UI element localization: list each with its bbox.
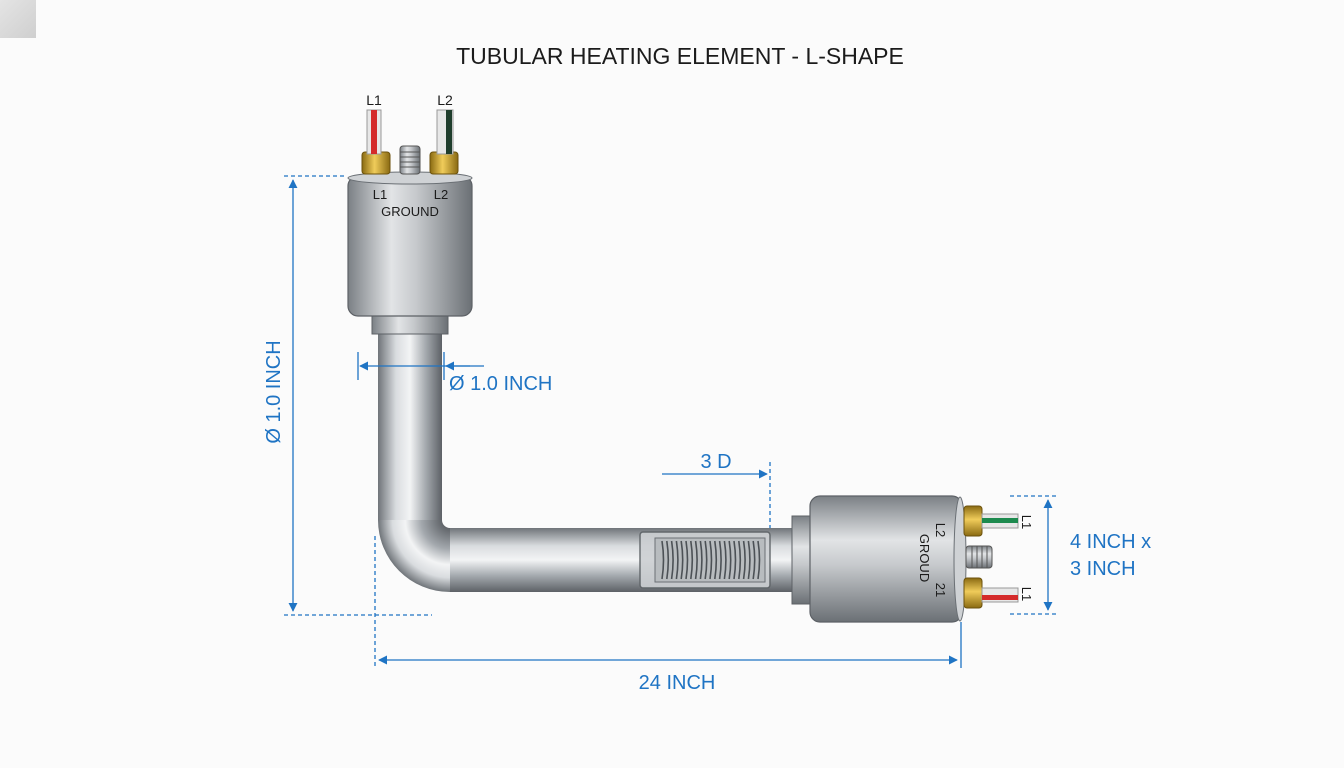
side-head-label-l2: L2 — [933, 523, 948, 537]
dim-coil-offset-label: 3 D — [700, 451, 731, 473]
side-wire-label-top: L1 — [1019, 515, 1034, 529]
top-ground-screw — [399, 145, 421, 175]
top-head-body — [347, 175, 473, 317]
coil-turn — [752, 540, 756, 580]
top-head-label-right: L2 — [434, 187, 448, 202]
dim-head-size-label-2: 3 INCH — [1070, 558, 1136, 580]
dim-head-size-label-1: 4 INCH x — [1070, 531, 1151, 553]
corner-swatch — [0, 0, 36, 38]
side-head-label-ground: GROUD — [917, 534, 932, 582]
side-brass-bottom — [963, 577, 983, 609]
top-head-label-ground: GROUND — [381, 204, 439, 219]
side-head-neck — [791, 515, 813, 605]
top-brass-right — [429, 151, 459, 175]
top-wire-left-core — [371, 110, 377, 154]
coil-turn — [738, 540, 742, 580]
side-wire-top-core — [982, 518, 1018, 523]
coil-turn — [704, 540, 708, 580]
coil-turn — [670, 540, 674, 580]
side-head-label-21: 21 — [933, 583, 948, 597]
side-head-body — [809, 495, 963, 623]
coil-turn — [728, 540, 732, 580]
side-wire-bottom-core — [982, 595, 1018, 600]
side-terminal-head: L2 GROUD 21 L1 L1 — [791, 495, 1034, 623]
coil-turn — [709, 540, 713, 580]
coil-turn — [723, 540, 727, 580]
coil-turn — [690, 540, 694, 580]
top-brass-left — [361, 151, 391, 175]
coil-turn — [747, 540, 751, 580]
tube-vertical-section — [378, 330, 442, 520]
coil-turn — [733, 540, 737, 580]
top-wire-right-core — [446, 110, 452, 154]
dimension-labels: Ø 1.0 INCH Ø 1.0 INCH 3 D 4 INCH x 3 INC… — [263, 340, 1151, 694]
coil-turn — [685, 540, 689, 580]
dim-horizontal-length-label: 24 INCH — [639, 672, 716, 694]
dim-vertical-length-label: Ø 1.0 INCH — [263, 340, 285, 443]
dimension-lines — [284, 175, 1058, 668]
coil-turn — [718, 540, 722, 580]
dim-tube-diameter-label: Ø 1.0 INCH — [449, 373, 552, 395]
top-wire-label-right: L2 — [437, 92, 453, 108]
coil-turn — [666, 540, 670, 580]
top-wire-label-left: L1 — [366, 92, 382, 108]
coil-turn — [757, 540, 761, 580]
coil-turn — [694, 540, 698, 580]
coil-turn — [675, 540, 679, 580]
diagram-title: TUBULAR HEATING ELEMENT - L-SHAPE — [456, 43, 904, 69]
coil-turn — [699, 540, 703, 580]
side-brass-top — [963, 505, 983, 537]
coil-turn — [680, 540, 684, 580]
tube-bend — [378, 520, 450, 592]
side-wire-label-bottom: L1 — [1019, 587, 1034, 601]
top-terminal-head: L1 L2 L1 L2 GROUND — [347, 92, 473, 335]
side-ground-screw — [965, 545, 993, 569]
coil-turn — [714, 540, 718, 580]
coil-turn — [661, 540, 665, 580]
coil-turn — [742, 540, 746, 580]
top-head-label-left: L1 — [373, 187, 387, 202]
coil-section — [639, 531, 771, 589]
